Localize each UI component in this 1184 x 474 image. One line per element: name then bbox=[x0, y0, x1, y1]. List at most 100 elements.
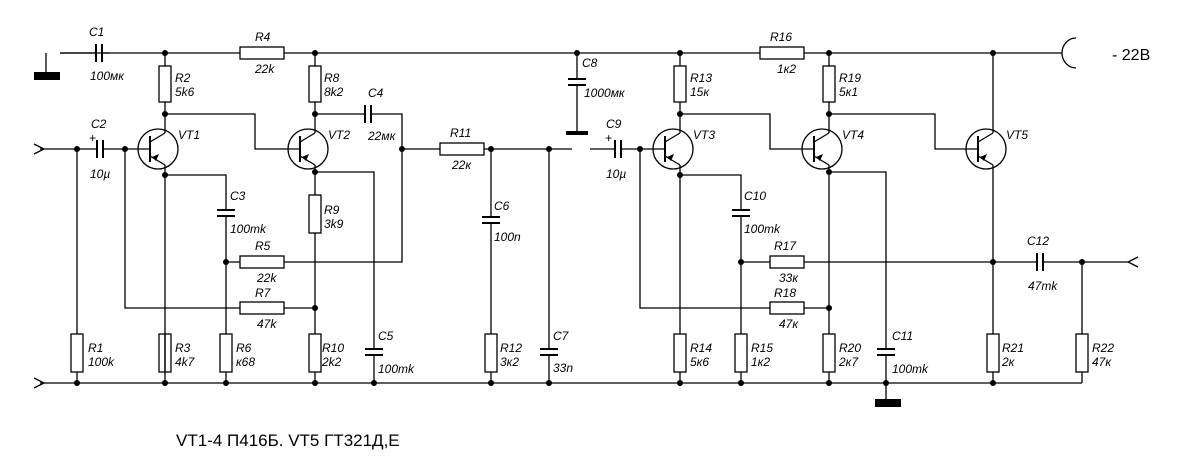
label-r15-name: R15 bbox=[751, 341, 773, 355]
label-c12-name: C12 bbox=[1027, 234, 1049, 248]
resistor-r13-body bbox=[673, 65, 687, 103]
label-r3-value: 4k7 bbox=[175, 355, 196, 369]
label-r15-value: 1к2 bbox=[751, 355, 770, 369]
resistor-r4-body bbox=[239, 46, 285, 60]
resistor-r8-body bbox=[308, 65, 322, 103]
label-r10-name: R10 bbox=[322, 341, 344, 355]
ground-symbol-c8 bbox=[566, 131, 588, 135]
label-c1-value: 100мк bbox=[90, 69, 125, 83]
label-r17-name: R17 bbox=[774, 239, 797, 253]
label-r2-value: 5k6 bbox=[175, 85, 195, 99]
label-r6-name: R6 bbox=[236, 341, 252, 355]
capacitor-c10-plates bbox=[732, 209, 750, 217]
label-vt1: VT1 bbox=[178, 128, 200, 142]
resistor-r19-body bbox=[822, 65, 836, 103]
label-r22-value: 47к bbox=[1092, 355, 1112, 369]
supply-socket bbox=[1061, 37, 1077, 69]
input-arrow-top bbox=[33, 143, 46, 155]
resistor-r14-body bbox=[673, 333, 687, 373]
input-arrow-bottom bbox=[33, 377, 46, 389]
label-c3-name: C3 bbox=[230, 189, 246, 203]
resistor-r10-body bbox=[308, 333, 322, 373]
label-c6-value: 100n bbox=[494, 230, 521, 244]
label-c5-value: 100mk bbox=[378, 362, 415, 376]
resistor-r20-body bbox=[822, 333, 836, 373]
capacitor-c4-plates bbox=[364, 105, 372, 123]
label-r8-value: 8k2 bbox=[324, 85, 344, 99]
label-c2-plus: + bbox=[89, 131, 96, 145]
label-r21-name: R21 bbox=[1002, 341, 1024, 355]
label-r8-name: R8 bbox=[324, 71, 340, 85]
label-r18-name: R18 bbox=[774, 286, 796, 300]
label-r5-name: R5 bbox=[255, 239, 271, 253]
label-r10-value: 2k2 bbox=[321, 355, 342, 369]
label-r18-value: 47к bbox=[779, 317, 799, 331]
label-r20-value: 2к7 bbox=[838, 355, 859, 369]
resistor-r11-body bbox=[439, 142, 485, 156]
capacitors bbox=[60, 44, 1048, 360]
transistor-vt2 bbox=[287, 128, 329, 170]
capacitor-c3-plates bbox=[217, 209, 235, 217]
label-c7-value: 33n bbox=[553, 361, 573, 375]
resistor-r15-body bbox=[734, 333, 748, 373]
resistor-r7-body bbox=[239, 301, 285, 315]
label-r7-value: 47k bbox=[257, 317, 277, 331]
label-r16-value: 1к2 bbox=[777, 62, 796, 76]
transistor-vt5 bbox=[965, 128, 1007, 170]
resistor-r1-body bbox=[70, 333, 84, 373]
label-c5-name: C5 bbox=[378, 329, 394, 343]
capacitor-c11-plates bbox=[877, 348, 895, 356]
label-c2-name: C2 bbox=[91, 117, 107, 131]
resistor-r12-body bbox=[484, 333, 498, 373]
resistor-r5-body bbox=[239, 255, 285, 269]
label-r5-value: 22k bbox=[256, 271, 277, 285]
label-r17-value: 33к bbox=[779, 271, 799, 285]
label-c11-name: C11 bbox=[892, 329, 913, 343]
label-r16-name: R16 bbox=[770, 30, 792, 44]
label-vt5: VT5 bbox=[1006, 128, 1028, 142]
label-c10-value: 100mk bbox=[744, 222, 781, 236]
resistor-r3-body bbox=[158, 333, 172, 373]
label-r2-name: R2 bbox=[175, 71, 191, 85]
label-r1-value: 100k bbox=[88, 355, 115, 369]
resistor-r21-body bbox=[986, 333, 1000, 373]
label-r13-value: 15к bbox=[690, 85, 710, 99]
transistor-vt3 bbox=[652, 128, 694, 170]
label-r9-name: R9 bbox=[324, 203, 340, 217]
label-c7-name: C7 bbox=[553, 329, 570, 343]
label-c2-value: 10µ bbox=[90, 167, 110, 181]
label-c8-name: C8 bbox=[582, 56, 598, 70]
resistors bbox=[70, 46, 1089, 373]
capacitor-c5-plates bbox=[365, 348, 383, 356]
ground-symbol-c11 bbox=[875, 399, 901, 407]
supply-terminal bbox=[1061, 37, 1077, 69]
label-vt2: VT2 bbox=[328, 128, 350, 142]
wiring bbox=[40, 52, 1110, 400]
label-r11-name: R11 bbox=[450, 126, 471, 140]
label-r20-name: R20 bbox=[839, 341, 861, 355]
capacitor-c8-plates bbox=[568, 78, 586, 86]
label-r19-name: R19 bbox=[839, 71, 861, 85]
resistor-r9-body bbox=[308, 194, 322, 234]
label-r21-value: 2к bbox=[1001, 355, 1016, 369]
capacitor-c9-plates bbox=[614, 140, 622, 158]
label-c1-name: C1 bbox=[89, 25, 104, 39]
capacitor-c12-plates bbox=[1036, 253, 1044, 271]
label-r4-value: 22k bbox=[254, 62, 275, 76]
capacitor-c6-plates bbox=[482, 216, 500, 224]
transistor-types-caption: VT1-4 П416Б. VT5 ГТ321Д,Е bbox=[176, 431, 400, 450]
label-vt3: VT3 bbox=[693, 128, 715, 142]
label-vt4: VT4 bbox=[842, 128, 864, 142]
supply-voltage-label: - 22B bbox=[1112, 47, 1150, 64]
ground-symbol-c1 bbox=[34, 72, 60, 80]
transistor-vt4 bbox=[801, 128, 843, 170]
label-r12-name: R12 bbox=[500, 341, 522, 355]
capacitor-c7-plates bbox=[540, 348, 558, 356]
label-r14-value: 5к6 bbox=[690, 355, 709, 369]
label-r1-name: R1 bbox=[88, 341, 103, 355]
transistor-vt1 bbox=[137, 128, 179, 170]
label-r3-name: R3 bbox=[175, 341, 191, 355]
label-c12-value: 47mk bbox=[1028, 279, 1058, 293]
junction-dots bbox=[74, 50, 1085, 386]
